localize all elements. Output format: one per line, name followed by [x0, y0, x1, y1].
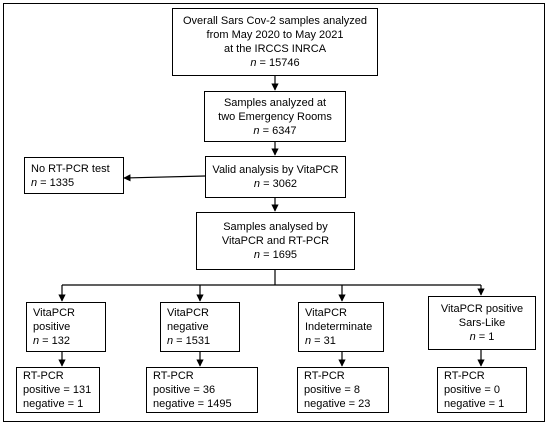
- rtpcr-result-indeterminate-box: RT-PCR positive = 8 negative = 23: [297, 367, 389, 413]
- emergency-rooms-box: Samples analyzed at two Emergency Rooms …: [204, 91, 346, 142]
- category-line1: VitaPCR positive: [440, 303, 524, 315]
- diagram-frame: [3, 3, 545, 422]
- overall-line1: Overall Sars Cov-2 samples analyzed: [182, 15, 368, 27]
- vitapcr-positive-box: VitaPCR positive n = 132: [26, 302, 106, 352]
- emergency-count: n = 6347: [253, 124, 296, 138]
- n-symbol: n: [167, 335, 174, 347]
- category-line2: positive: [33, 321, 71, 333]
- n-symbol: n: [250, 57, 257, 69]
- category-count: n = 31: [305, 334, 336, 348]
- emergency-line2: two Emergency Rooms: [218, 110, 332, 123]
- category-line2: negative: [167, 321, 209, 333]
- vitapcr-negative-box: VitaPCR negative n = 1531: [160, 302, 240, 352]
- category-count: n = 1: [470, 330, 495, 344]
- valid-count: n = 3062: [254, 177, 297, 191]
- category-count: n = 132: [33, 334, 70, 348]
- no-rtpcr-box: No RT-PCR test n = 1335: [24, 157, 124, 194]
- category-count-value: = 132: [39, 335, 71, 347]
- category-line1: VitaPCR: [167, 307, 209, 319]
- both-count-value: = 1695: [260, 249, 298, 261]
- rtpcr-result-negative-box: RT-PCR positive = 36 negative = 1495: [146, 367, 258, 413]
- overall-count-value: = 15746: [256, 57, 300, 69]
- valid-count-value: = 3062: [260, 178, 298, 190]
- category-line1: VitaPCR: [33, 307, 75, 319]
- rtpcr-title: RT-PCR: [153, 370, 194, 382]
- rtpcr-positive: positive = 36: [153, 384, 216, 396]
- both-count: n = 1695: [254, 248, 297, 262]
- n-symbol: n: [253, 249, 261, 261]
- rtpcr-title: RT-PCR: [23, 370, 64, 382]
- both-methods-box: Samples analysed by VitaPCR and RT-PCR n…: [196, 212, 355, 270]
- rtpcr-negative: negative = 1: [23, 398, 84, 410]
- valid-analysis-box: Valid analysis by VitaPCR n = 3062: [205, 156, 346, 198]
- n-symbol: n: [469, 331, 476, 343]
- n-symbol: n: [31, 176, 38, 189]
- rtpcr-positive: positive = 131: [23, 384, 92, 396]
- emergency-count-value: = 6347: [259, 124, 297, 137]
- emergency-line1: Samples analyzed at: [223, 96, 327, 109]
- both-line2: VitaPCR and RT-PCR: [221, 235, 330, 247]
- category-line1: VitaPCR: [305, 307, 347, 319]
- n-symbol: n: [253, 178, 261, 190]
- rtpcr-result-sarslike-box: RT-PCR positive = 0 negative = 1: [437, 367, 527, 413]
- rtpcr-positive: positive = 0: [444, 384, 500, 396]
- vitapcr-indeterminate-box: VitaPCR Indeterminate n = 31: [298, 302, 384, 352]
- overall-count: n = 15746: [250, 56, 299, 70]
- n-symbol: n: [33, 335, 40, 347]
- no-rtpcr-line1: No RT-PCR test: [31, 162, 110, 175]
- rtpcr-result-positive-box: RT-PCR positive = 131 negative = 1: [16, 367, 100, 413]
- n-symbol: n: [305, 335, 312, 347]
- rtpcr-negative: negative = 1495: [153, 398, 232, 410]
- rtpcr-title: RT-PCR: [444, 370, 485, 382]
- no-rtpcr-count-value: = 1335: [37, 176, 75, 189]
- rtpcr-negative: negative = 1: [444, 398, 505, 410]
- category-line2: Indeterminate: [305, 321, 373, 333]
- overall-line3: at the IRCCS INRCA: [223, 43, 327, 55]
- overall-line2: from May 2020 to May 2021: [206, 29, 344, 41]
- overall-samples-box: Overall Sars Cov-2 samples analyzed from…: [172, 8, 378, 76]
- arrow-valid-to-no-rtpcr: [123, 174, 206, 182]
- category-count-value: = 1531: [173, 335, 211, 347]
- category-count-value: = 1: [475, 331, 495, 343]
- rtpcr-positive: positive = 8: [304, 384, 360, 396]
- no-rtpcr-count: n = 1335: [31, 176, 74, 190]
- category-line2: Sars-Like: [458, 317, 506, 329]
- vitapcr-sarslike-box: VitaPCR positive Sars-Like n = 1: [428, 296, 536, 350]
- rtpcr-negative: negative = 23: [304, 398, 371, 410]
- rtpcr-title: RT-PCR: [304, 370, 345, 382]
- both-line1: Samples analysed by: [223, 221, 328, 233]
- n-symbol: n: [253, 124, 260, 137]
- valid-line1: Valid analysis by VitaPCR: [212, 164, 339, 176]
- category-count-value: = 31: [311, 335, 336, 347]
- category-count: n = 1531: [167, 334, 210, 348]
